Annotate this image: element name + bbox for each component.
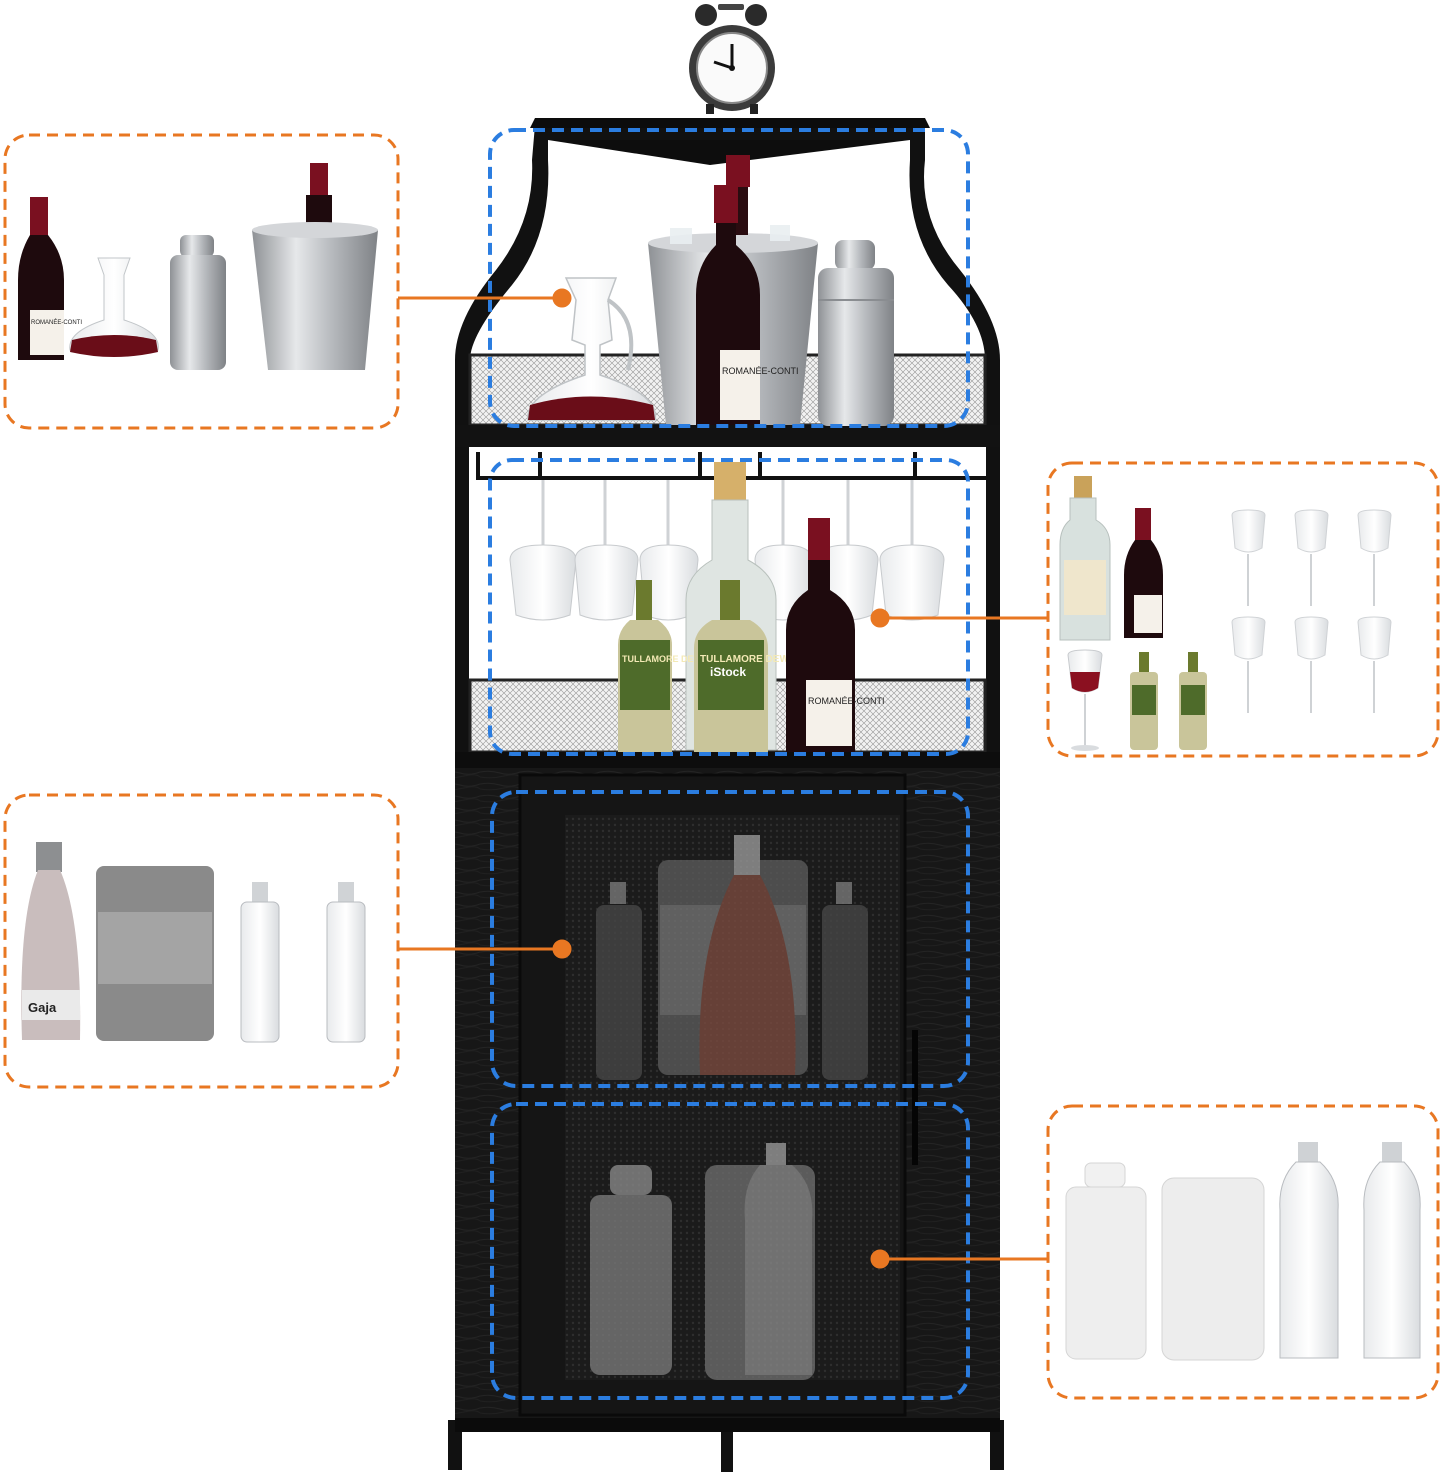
- cabinet-leg-right: [990, 1420, 1004, 1470]
- cabinet-interior-lower: [590, 1143, 815, 1380]
- whiskey-bottle-icon: TULLAMORE DEW iStock: [694, 580, 789, 752]
- corner-gusset: [548, 140, 910, 165]
- callout-middle-shelf: [1046, 461, 1440, 758]
- wine-glass-icon: [639, 480, 699, 621]
- upper-shelf-board: [455, 425, 1000, 447]
- cabinet-leg-center: [721, 1430, 733, 1472]
- tullamore-label-text: TULLAMORE DEW: [622, 654, 702, 664]
- istock-watermark: iStock: [710, 665, 746, 679]
- decanter-icon: [527, 277, 657, 421]
- water-bottle-icon: [240, 882, 280, 1043]
- cocktail-shaker-icon: [590, 1165, 672, 1375]
- wine-glass-icon: [1294, 616, 1329, 713]
- zone-cabinet-upper: [490, 790, 970, 1088]
- storage-zone-outlines: [488, 128, 970, 1400]
- bottle-label-text: ROMANÉE-CONTI: [31, 319, 82, 326]
- wine-glass-icon: [1294, 509, 1329, 606]
- wine-bottle-icon: ROMANÉE-CONTI: [696, 185, 799, 425]
- wine-glass-icon: [1357, 509, 1392, 606]
- gaja-label-text: Gaja: [28, 1000, 57, 1015]
- water-bottle-icon: [596, 882, 642, 1080]
- water-bottle-icon: [1363, 1142, 1421, 1359]
- tullamore-label-text: TULLAMORE DEW: [700, 654, 789, 665]
- zone-cabinet-lower: [490, 1102, 970, 1400]
- water-bottle-icon: [744, 1143, 813, 1375]
- wine-glass-set: [1231, 509, 1392, 713]
- decanter-icon: [69, 257, 159, 357]
- wine-glass-icon: [1357, 616, 1392, 713]
- wine-glass-icon: [1231, 616, 1266, 713]
- wine-bottle-icon: ROMANÉE-CONTI: [18, 197, 82, 360]
- water-bottle-icon: [1279, 1142, 1339, 1359]
- wine-glass-icon: [1231, 509, 1266, 606]
- zone-top-shelf: [488, 128, 970, 428]
- callout-connectors: [398, 288, 1048, 1269]
- cabinet-interior-upper: [596, 835, 868, 1080]
- whiskey-bottle-icon: TULLAMORE DEW: [618, 580, 702, 752]
- cocktail-shaker-icon: [170, 235, 226, 370]
- bottle-label-text: ROMANÉE-CONTI: [722, 366, 799, 376]
- middle-shelf-items: TULLAMORE DEW TULLAMORE DEW iStock ROMAN…: [509, 462, 945, 752]
- zone-middle-shelf: [488, 458, 970, 756]
- wine-glass-icon: [1067, 649, 1103, 751]
- cabinet-leg-left: [448, 1420, 462, 1470]
- wine-glass-icon: [509, 480, 577, 621]
- wine-bottle-icon: [699, 835, 796, 1075]
- whiskey-bottle-icon: [1130, 652, 1158, 750]
- wine-bottle-icon: Gaja: [21, 842, 81, 1040]
- ice-bucket-icon: [1161, 1177, 1265, 1361]
- wine-bottle-icon: ROMANÉE-CONTI: [786, 518, 885, 752]
- callout-cabinet-upper: Gaja: [3, 793, 400, 1089]
- water-bottle-icon: [326, 882, 366, 1043]
- cocktail-shaker-icon: [818, 240, 894, 426]
- bottle-label-text: ROMANÉE-CONTI: [808, 696, 885, 706]
- ice-bucket-icon: [252, 163, 378, 370]
- top-shelf-plate: [530, 118, 930, 128]
- upper-shelf-items: ROMANÉE-CONTI: [527, 155, 894, 426]
- wine-glass-icon: [879, 480, 945, 621]
- wine-bottle-icon: [1124, 508, 1163, 638]
- callout-cabinet-lower: [1046, 1104, 1440, 1400]
- door-handle[interactable]: [912, 1030, 918, 1165]
- whiskey-bottle-icon: [1059, 476, 1111, 641]
- callout-top-shelf: ROMANÉE-CONTI: [3, 133, 400, 430]
- water-bottle-icon: [822, 882, 868, 1080]
- alarm-clock-icon: [689, 4, 775, 114]
- cocktail-shaker-icon: [1065, 1162, 1147, 1360]
- ice-bucket-icon: [96, 866, 214, 1041]
- wine-glass-icon: [574, 480, 639, 621]
- whiskey-bottle-icon: [1179, 652, 1207, 750]
